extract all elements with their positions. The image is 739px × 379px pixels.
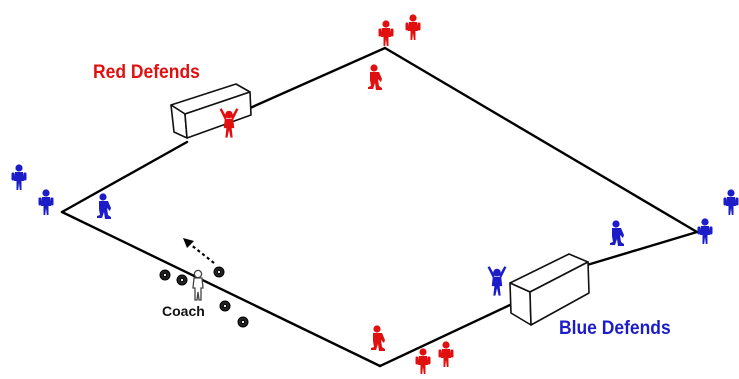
blue-player-4: [610, 220, 624, 246]
coach-figure: [193, 270, 203, 300]
pass-arrow: [183, 238, 214, 263]
field-right-bottom-line: [587, 232, 697, 265]
ball-2: [177, 275, 187, 285]
blue-goalkeeper: [488, 266, 507, 295]
red-player-6: [439, 341, 454, 367]
red-player-1: [379, 20, 394, 46]
blue-player-1: [12, 164, 27, 190]
red-defends-label: Red Defends: [93, 63, 200, 82]
field-top-right-line: [385, 48, 697, 232]
blue-player-3: [97, 193, 111, 219]
ball-3: [214, 267, 224, 277]
blue-team: [12, 164, 739, 295]
red-player-4: [371, 325, 385, 351]
ball-4: [220, 301, 230, 311]
red-player-3: [368, 64, 382, 90]
blue-goal: [510, 254, 589, 325]
field-bottom-left-line: [62, 212, 380, 366]
coach-label: Coach: [162, 304, 205, 318]
field-top-left-line-2: [250, 48, 385, 108]
red-player-2: [406, 14, 421, 40]
red-goal: [171, 84, 251, 138]
red-player-5: [416, 348, 431, 374]
blue-player-5: [698, 218, 713, 244]
field-top-left-line: [62, 142, 187, 212]
blue-player-2: [39, 189, 54, 215]
blue-player-6: [724, 189, 739, 215]
blue-defends-label: Blue Defends: [559, 319, 671, 338]
ball-5: [238, 317, 248, 327]
ball-1: [160, 270, 170, 280]
